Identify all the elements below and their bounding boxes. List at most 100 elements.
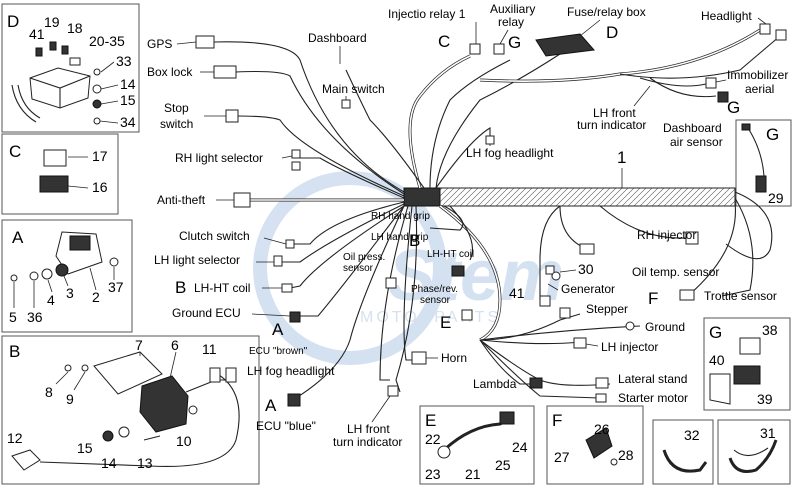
panel-a-title: A	[12, 228, 24, 247]
panel-f-frame	[546, 405, 644, 485]
panel-a-part-4: 4	[47, 292, 55, 308]
label-lh-front-turn-top-2: turn indicator	[577, 118, 646, 132]
label-anti-theft: Anti-theft	[157, 193, 206, 207]
watermark-sub: MOTORPARTS	[360, 309, 501, 326]
letter-c-top: C	[438, 32, 450, 51]
label-trottle-sensor: Trottle sensor	[704, 289, 777, 303]
panel-e-part-22: 22	[425, 431, 441, 447]
panel-e-part-21: 21	[465, 466, 481, 482]
label-generator: Generator	[561, 282, 615, 296]
panel-c-part-16: 16	[92, 179, 108, 195]
panel-31-part: 31	[760, 425, 776, 441]
panel-e-part-23: 23	[425, 466, 441, 482]
panel-b-frame	[1, 335, 260, 485]
fuse-relay-box	[535, 33, 595, 57]
panel-d-part-14: 14	[120, 76, 136, 92]
label-lh-ht-coil-right: LH-HT coil	[427, 249, 474, 260]
label-ecu-brown: ECU "brown"	[249, 346, 308, 357]
panel-a-frame	[1, 219, 133, 333]
label-lh-front-turn-bottom-1: LH front	[347, 422, 390, 436]
ht-coil-6	[139, 375, 189, 433]
label-clutch-switch: Clutch switch	[179, 229, 250, 243]
panel-d-frame	[1, 3, 140, 133]
panel-g-top-part-29: 29	[768, 190, 784, 206]
panel-g-bottom-part-39: 39	[757, 391, 773, 407]
panel-g-sensor: G 29	[735, 119, 792, 207]
panel-a-part-5: 5	[9, 309, 17, 325]
panel-b-part-6: 6	[171, 337, 179, 353]
label-oil-press-2: sensor	[343, 263, 374, 274]
relay-17	[43, 149, 67, 167]
letter-e-mid: E	[440, 313, 451, 332]
label-starter-motor: Starter motor	[618, 391, 688, 405]
panel-f-part-26: 26	[594, 421, 610, 437]
label-oil-press-1: Oil press.	[343, 252, 385, 263]
panel-b-part-8: 8	[45, 384, 53, 400]
panel-b-part-14: 14	[101, 455, 117, 471]
label-main-switch: Main switch	[322, 82, 385, 96]
bracket-27	[585, 427, 613, 459]
panel-c-frame	[1, 133, 119, 215]
label-headlight: Headlight	[701, 9, 752, 23]
panel-d-part-34: 34	[120, 114, 136, 130]
reference-letters: C G D G 1 B B A A E F 30 41	[175, 23, 740, 415]
panel-a: A 2 3 4 5 36 37	[1, 219, 133, 333]
panel-a-part-37: 37	[108, 279, 124, 295]
label-ground: Ground	[645, 320, 685, 334]
panel-b-part-7: 7	[135, 337, 143, 353]
panel-e-part-25: 25	[495, 457, 511, 473]
panel-31-frame	[717, 419, 791, 485]
label-box-lock: Box lock	[147, 65, 193, 79]
label-dashboard-air-sensor-2: air sensor	[670, 135, 723, 149]
label-immobilizer-1: Immobilizer	[727, 68, 788, 82]
panel-d: D 41 19 18 20-35 33 14 15 34	[1, 3, 140, 133]
panel-32: 32	[652, 419, 714, 485]
letter-d-top: D	[606, 23, 618, 42]
label-auxiliary-relay-2: relay	[498, 15, 524, 29]
harness-trunk	[439, 187, 736, 207]
letter-a-brown: A	[272, 320, 284, 339]
number-30: 30	[578, 261, 594, 277]
letter-b-lh: B	[175, 278, 186, 297]
panel-b-part-11: 11	[202, 341, 217, 357]
panel-e-part-24: 24	[512, 439, 528, 455]
panel-g-relay: G 38 40 39	[703, 317, 791, 411]
panel-e-title: E	[425, 411, 436, 430]
label-lh-hand-grip: LH hand grip	[371, 232, 429, 243]
panel-31: 31	[717, 419, 791, 485]
label-lh-light-selector: LH light selector	[154, 253, 240, 267]
panel-32-part: 32	[684, 427, 700, 443]
panel-d-part-20-35: 20-35	[89, 33, 125, 49]
panel-f-part-27: 27	[554, 449, 570, 465]
harness-junction	[403, 187, 441, 207]
panel-32-frame	[652, 419, 714, 485]
label-phase-rev-2: sensor	[420, 295, 451, 306]
panel-d-part-19: 19	[44, 14, 60, 30]
label-oil-temp-sensor: Oil temp. sensor	[632, 265, 719, 279]
panel-f: F 26 27 28	[546, 405, 644, 485]
coil-bracket-7	[93, 351, 163, 395]
label-lh-front-turn-top-1: LH front	[593, 106, 636, 120]
panel-g-bottom-part-38: 38	[762, 322, 778, 338]
label-lh-front-turn-bottom-2: turn indicator	[333, 435, 402, 449]
label-rh-hand-grip: RH hand grip	[371, 211, 430, 222]
label-ecu-blue: ECU "blue"	[256, 419, 316, 433]
panel-b-part-9: 9	[66, 391, 74, 407]
panel-a-part-36: 36	[27, 309, 43, 325]
letter-b-right: B	[409, 231, 420, 250]
panel-c: C 17 16	[1, 133, 119, 215]
panel-a-part-2: 2	[92, 289, 100, 305]
number-41: 41	[509, 285, 525, 301]
label-rh-injector: RH injector	[637, 228, 696, 242]
panel-e: E 22 23 21 24 25	[419, 405, 535, 485]
label-stop-switch-1: Stop	[164, 101, 189, 115]
label-fuse-relay-box: Fuse/relay box	[567, 5, 646, 19]
label-horn: Horn	[441, 351, 467, 365]
label-stop-switch-2: switch	[160, 117, 193, 131]
panel-b-title: B	[9, 342, 20, 361]
label-rh-light-selector: RH light selector	[175, 151, 263, 165]
label-lateral-stand: Lateral stand	[618, 372, 687, 386]
callout-labels: GPS Dashboard Injectio relay 1 Auxiliary…	[147, 2, 788, 449]
panel-c-title: C	[9, 142, 21, 161]
letter-g-sensor: G	[727, 98, 740, 117]
